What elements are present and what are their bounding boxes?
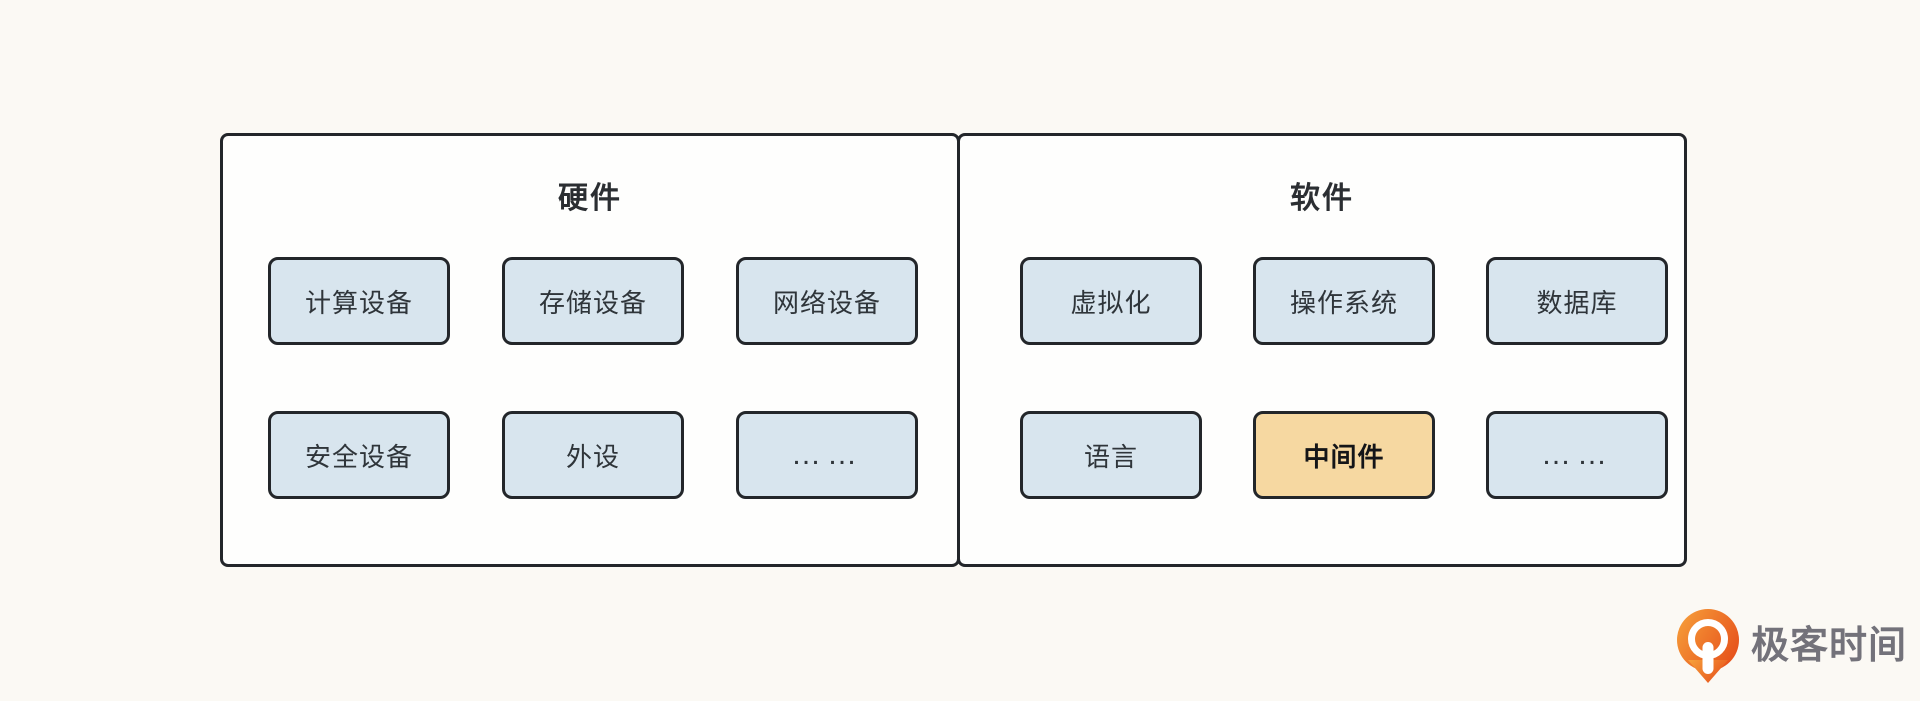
box-virtualization-label: 虚拟化 xyxy=(1070,287,1152,318)
box-operating-system-label: 操作系统 xyxy=(1289,287,1398,318)
software-panel-title: 软件 xyxy=(1290,182,1354,215)
box-language: 语言 xyxy=(1020,411,1202,499)
hardware-panel: 硬件 计算设备 存储设备 网络设备 安全设备 外设 …… xyxy=(220,133,960,567)
geektime-logo-text: 极客时间 xyxy=(1751,625,1908,667)
box-software-ellipsis: …… xyxy=(1486,411,1668,499)
box-hardware-ellipsis: …… xyxy=(736,411,918,499)
box-hardware-ellipsis-label: …… xyxy=(791,438,863,471)
box-network-devices-label: 网络设备 xyxy=(772,287,881,318)
box-security-devices: 安全设备 xyxy=(268,411,450,499)
box-middleware-label: 中间件 xyxy=(1303,441,1385,472)
box-security-devices-label: 安全设备 xyxy=(304,441,413,472)
box-software-ellipsis-label: …… xyxy=(1541,438,1613,471)
box-peripherals: 外设 xyxy=(502,411,684,499)
box-language-label: 语言 xyxy=(1083,441,1138,472)
software-panel: 软件 虚拟化 操作系统 数据库 语言 中间件 …… xyxy=(957,133,1687,567)
box-database-label: 数据库 xyxy=(1536,287,1618,318)
box-storage-devices-label: 存储设备 xyxy=(538,287,647,318)
box-middleware: 中间件 xyxy=(1253,411,1435,499)
geektime-logo: 极客时间 xyxy=(1674,608,1907,684)
box-virtualization: 虚拟化 xyxy=(1020,257,1202,345)
box-network-devices: 网络设备 xyxy=(736,257,918,345)
box-peripherals-label: 外设 xyxy=(565,441,620,472)
box-database: 数据库 xyxy=(1486,257,1668,345)
geektime-pin-icon xyxy=(1674,608,1742,684)
hardware-panel-title: 硬件 xyxy=(558,182,622,215)
box-computing-devices-label: 计算设备 xyxy=(304,287,413,318)
box-storage-devices: 存储设备 xyxy=(502,257,684,345)
box-operating-system: 操作系统 xyxy=(1253,257,1435,345)
box-computing-devices: 计算设备 xyxy=(268,257,450,345)
